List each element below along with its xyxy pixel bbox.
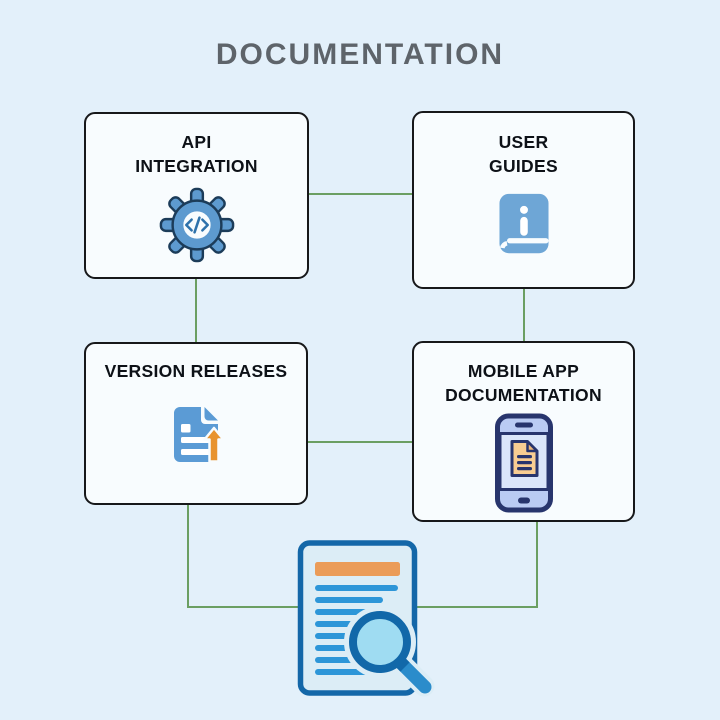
edge-mobile-to-center-horizontal: [400, 606, 538, 608]
node-label: USER GUIDES: [489, 132, 558, 176]
document-upload-icon: [174, 407, 225, 463]
edge-releases-to-center-vertical: [187, 505, 189, 608]
mobile-document-icon: [494, 413, 553, 513]
edge-api-to-guides: [309, 193, 412, 195]
page-title: DOCUMENTATION: [215, 38, 505, 71]
edge-guides-to-mobile: [523, 289, 525, 341]
document-magnifier-icon: [297, 540, 435, 697]
gear-code-icon: [159, 187, 234, 263]
node-api-integration: API INTEGRATION: [84, 112, 309, 279]
node-label: MOBILE APP DOCUMENTATION: [445, 361, 602, 405]
edge-mobile-to-center-vertical: [536, 522, 538, 608]
edge-api-to-releases: [195, 279, 197, 342]
node-label: VERSION RELEASES: [104, 361, 288, 381]
node-user-guides: USER GUIDES: [412, 111, 635, 289]
edge-releases-to-center-horizontal: [187, 606, 317, 608]
node-mobile-app-documentation: MOBILE APP DOCUMENTATION: [412, 341, 635, 522]
node-version-releases: VERSION RELEASES: [84, 342, 308, 505]
node-label: API INTEGRATION: [135, 132, 258, 176]
book-info-icon: [498, 193, 549, 254]
edge-releases-to-mobile: [308, 441, 412, 443]
